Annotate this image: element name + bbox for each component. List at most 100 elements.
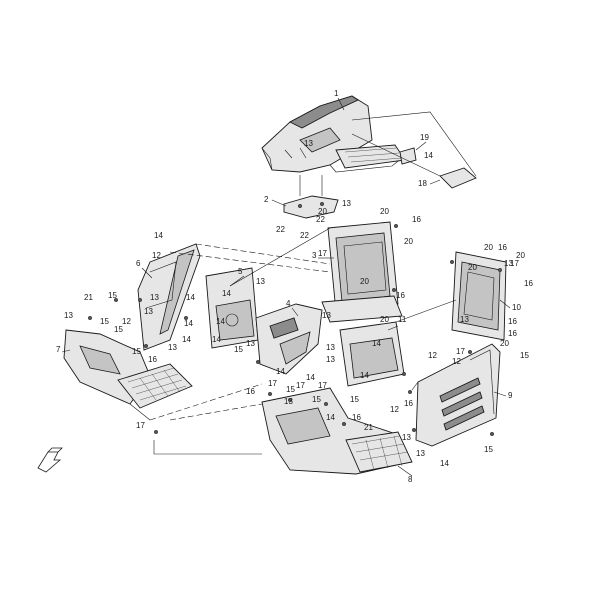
callout-labels: 1 2 3 4 5 6 7 8 9 10 11 12 12 12 12 12 1… xyxy=(56,89,533,484)
left-footwell-floor xyxy=(117,363,193,409)
callout-12: 12 xyxy=(428,351,437,360)
fasteners xyxy=(87,223,503,437)
callout-13: 13 xyxy=(64,311,73,320)
callout-14: 14 xyxy=(222,289,231,298)
callout-14: 14 xyxy=(440,459,449,468)
callout-14: 14 xyxy=(154,231,163,240)
callout-20: 20 xyxy=(318,207,327,216)
callout-9: 9 xyxy=(508,391,513,400)
callout-17: 17 xyxy=(268,379,277,388)
callout-16: 16 xyxy=(524,279,533,288)
reference-lines xyxy=(129,227,457,455)
callout-17: 17 xyxy=(456,347,465,356)
callout-13: 13 xyxy=(416,449,425,458)
callout-14: 14 xyxy=(212,335,221,344)
callout-14: 14 xyxy=(424,151,433,160)
callout-16: 16 xyxy=(412,215,421,224)
callout-6: 6 xyxy=(136,259,141,268)
callout-16: 16 xyxy=(148,355,157,364)
callout-13: 13 xyxy=(284,397,293,406)
callout-15: 15 xyxy=(100,317,109,326)
callout-13: 13 xyxy=(256,277,265,286)
callout-16: 16 xyxy=(396,291,405,300)
callout-20: 20 xyxy=(380,207,389,216)
part-4-center-console xyxy=(255,303,323,375)
callout-7: 7 xyxy=(56,345,61,354)
callout-14: 14 xyxy=(360,371,369,380)
callout-17: 17 xyxy=(510,259,519,268)
part-18-plate xyxy=(439,167,477,189)
part-2-bracket xyxy=(283,195,339,219)
callout-22: 22 xyxy=(316,215,325,224)
callout-14: 14 xyxy=(216,317,225,326)
callout-12: 12 xyxy=(390,405,399,414)
callout-4: 4 xyxy=(286,299,291,308)
callout-22: 22 xyxy=(276,225,285,234)
callout-13: 13 xyxy=(144,307,153,316)
callout-15: 15 xyxy=(114,325,123,334)
callout-13: 13 xyxy=(460,315,469,324)
callout-16: 16 xyxy=(498,243,507,252)
callout-21: 21 xyxy=(364,423,373,432)
callout-8: 8 xyxy=(408,475,413,484)
callout-12: 12 xyxy=(122,317,131,326)
callout-16: 16 xyxy=(508,317,517,326)
callout-13: 13 xyxy=(326,343,335,352)
callout-5: 5 xyxy=(238,267,243,276)
part-10-seat-frame xyxy=(451,251,507,341)
part-19-bracket xyxy=(399,147,417,165)
callout-20: 20 xyxy=(404,237,413,246)
callout-13: 13 xyxy=(246,339,255,348)
part-9-right-side-panel xyxy=(415,343,501,447)
front-direction-arrow-icon xyxy=(37,447,63,473)
callout-13: 13 xyxy=(504,259,513,268)
callout-13: 13 xyxy=(402,433,411,442)
callout-14: 14 xyxy=(276,367,285,376)
callout-17: 17 xyxy=(318,249,327,258)
callout-13: 13 xyxy=(342,199,351,208)
callout-18: 18 xyxy=(418,179,427,188)
callout-2: 2 xyxy=(264,195,269,204)
callout-20: 20 xyxy=(380,315,389,324)
callout-15: 15 xyxy=(108,291,117,300)
callout-15: 15 xyxy=(484,445,493,454)
leader-lines xyxy=(61,97,511,477)
callout-13: 13 xyxy=(168,343,177,352)
callout-12: 12 xyxy=(152,251,161,260)
callout-14: 14 xyxy=(182,335,191,344)
callout-11: 11 xyxy=(398,315,407,324)
callout-13: 13 xyxy=(150,293,159,302)
callout-3: 3 xyxy=(312,251,317,260)
callout-15: 15 xyxy=(286,385,295,394)
callout-14: 14 xyxy=(186,293,195,302)
callout-17: 17 xyxy=(318,381,327,390)
callout-22: 22 xyxy=(300,231,309,240)
callout-13: 13 xyxy=(326,355,335,364)
callout-20: 20 xyxy=(360,277,369,286)
callout-20: 20 xyxy=(516,251,525,260)
callout-15: 15 xyxy=(520,351,529,360)
callout-16: 16 xyxy=(352,413,361,422)
callout-16: 16 xyxy=(508,329,517,338)
callout-16: 16 xyxy=(246,387,255,396)
part-8-center-footwell xyxy=(261,387,413,475)
callout-17: 17 xyxy=(136,421,145,430)
callout-12: 12 xyxy=(452,357,461,366)
callout-1: 1 xyxy=(334,89,339,98)
part-3-seat-frame xyxy=(321,221,403,323)
callout-13: 13 xyxy=(322,311,331,320)
callout-20: 20 xyxy=(500,339,509,348)
part-5-inner-fender xyxy=(205,267,259,349)
callout-20: 20 xyxy=(484,243,493,252)
part-1-rear-cover xyxy=(261,95,406,173)
callout-15: 15 xyxy=(312,395,321,404)
callout-15: 15 xyxy=(350,395,359,404)
callout-14: 14 xyxy=(306,373,315,382)
callout-19: 19 xyxy=(420,133,429,142)
callout-15: 15 xyxy=(234,345,243,354)
part-6-left-trim xyxy=(137,243,201,351)
callout-21: 21 xyxy=(84,293,93,302)
callout-14: 14 xyxy=(326,413,335,422)
callout-10: 10 xyxy=(512,303,521,312)
